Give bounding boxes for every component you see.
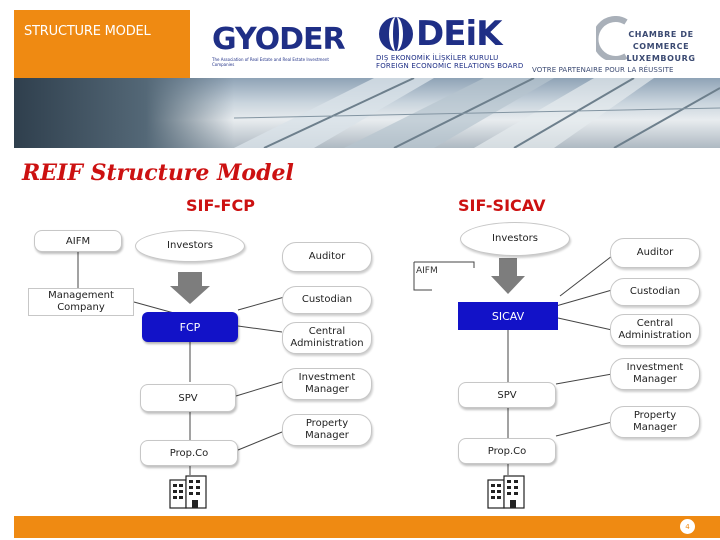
sicav-propco-label: Prop.Co <box>487 445 527 457</box>
sicav-custodian-pill: Custodian <box>610 278 700 306</box>
fcp-custodian-pill: Custodian <box>282 286 372 314</box>
sicav-auditor-pill: Auditor <box>610 238 700 268</box>
propco-to-sicav-property-manager-line <box>555 421 613 437</box>
propco-to-property-manager-line <box>237 431 283 451</box>
chamber-line3: LUXEMBOURG <box>626 54 696 63</box>
sicav-down-arrow-icon <box>491 258 525 294</box>
sicav-spv-label: SPV <box>497 389 517 401</box>
fcp-custodian-label: Custodian <box>301 294 353 305</box>
fcp-to-custodian-line <box>237 295 289 311</box>
header-title-block <box>14 10 190 78</box>
sicav-box-label: SICAV <box>491 309 525 323</box>
sicav-investment-manager-label: Investment Manager <box>626 362 684 385</box>
management-company-box: Management Company <box>28 288 134 316</box>
spv-to-investment-manager-line <box>235 381 283 397</box>
fcp-investment-manager-label: Investment Manager <box>298 372 356 395</box>
sicav-investment-manager-pill: Investment Manager <box>610 358 700 390</box>
sicav-investors-label: Investors <box>492 233 538 244</box>
deik-logo: DEiK DIŞ EKONOMİK İLİŞKİLER KURULU FOREI… <box>376 14 523 70</box>
deik-line2: FOREIGN ECONOMIC RELATIONS BOARD <box>376 62 524 70</box>
fcp-propco-label: Prop.Co <box>169 447 209 459</box>
fcp-auditor-label: Auditor <box>308 251 346 262</box>
footer-bar <box>14 516 720 538</box>
sicav-central-admin-label: Central Administration <box>618 318 692 341</box>
chamber-line1: CHAMBRE DE <box>628 30 694 39</box>
deik-line1: DIŞ EKONOMİK İLİŞKİLER KURULU <box>376 54 499 62</box>
fcp-down-arrow-icon <box>170 272 210 304</box>
spv-to-sicav-investment-manager-line <box>555 373 613 385</box>
sicav-to-custodian-line <box>555 289 613 307</box>
page-title: REIF Structure Model <box>22 160 294 186</box>
logo-strip <box>190 10 720 78</box>
fcp-central-admin-pill: Central Administration <box>282 322 372 354</box>
chamber-tagline: VOTRE PARTENAIRE POUR LA RÉUSSITE <box>532 66 674 74</box>
sicav-aifm-label: AIFM <box>416 266 438 276</box>
fcp-aifm-box: AIFM <box>34 230 122 252</box>
fcp-box-label: FCP <box>179 320 201 334</box>
chamber-emblem-icon <box>596 16 628 60</box>
sicav-auditor-label: Auditor <box>636 247 674 258</box>
glass-roof-graphic <box>233 78 720 148</box>
chamber-line2: COMMERCE <box>632 42 690 51</box>
building-icon <box>487 475 525 509</box>
deik-mark: DEiK <box>416 14 502 54</box>
fcp-to-central-admin-line <box>237 325 283 333</box>
fcp-investors-ellipse: Investors <box>135 230 245 262</box>
fcp-central-admin-label: Central Administration <box>290 326 364 349</box>
sicav-spv-box: SPV <box>458 382 556 408</box>
sicav-investors-ellipse: Investors <box>460 222 570 256</box>
fcp-propco-box: Prop.Co <box>140 440 238 466</box>
fcp-auditor-pill: Auditor <box>282 242 372 272</box>
fcp-property-manager-label: Property Manager <box>305 418 349 441</box>
building-icon <box>169 475 207 509</box>
sicav-box: SICAV <box>458 302 558 330</box>
deik-emblem-icon <box>379 17 413 51</box>
gyoder-tagline: The Association of Real Estate and Real … <box>212 57 329 67</box>
fcp-property-manager-pill: Property Manager <box>282 414 372 446</box>
sicav-property-manager-pill: Property Manager <box>610 406 700 438</box>
sicav-property-manager-label: Property Manager <box>633 410 677 433</box>
fcp-spv-label: SPV <box>178 392 198 404</box>
sicav-custodian-label: Custodian <box>629 286 681 297</box>
fcp-box: FCP <box>142 312 238 342</box>
management-company-label: Management Company <box>48 290 114 313</box>
fcp-investment-manager-pill: Investment Manager <box>282 368 372 400</box>
sicav-central-admin-pill: Central Administration <box>610 314 700 346</box>
sicav-to-central-admin-line <box>557 317 613 331</box>
page-number: 4 <box>680 519 695 534</box>
sicav-propco-box: Prop.Co <box>458 438 556 464</box>
sicav-to-auditor-line <box>559 255 613 297</box>
header-title: STRUCTURE MODEL <box>24 24 151 39</box>
gyoder-logo: GYODER The Association of Real Estate an… <box>212 22 346 67</box>
sif-sicav-heading: SIF-SICAV <box>458 196 546 215</box>
gyoder-mark: GYODER <box>212 22 346 57</box>
fcp-aifm-label: AIFM <box>65 235 91 247</box>
header-photo-shade <box>14 78 234 148</box>
fcp-spv-box: SPV <box>140 384 236 412</box>
fcp-investors-label: Investors <box>167 240 213 251</box>
sif-fcp-heading: SIF-FCP <box>186 196 255 215</box>
